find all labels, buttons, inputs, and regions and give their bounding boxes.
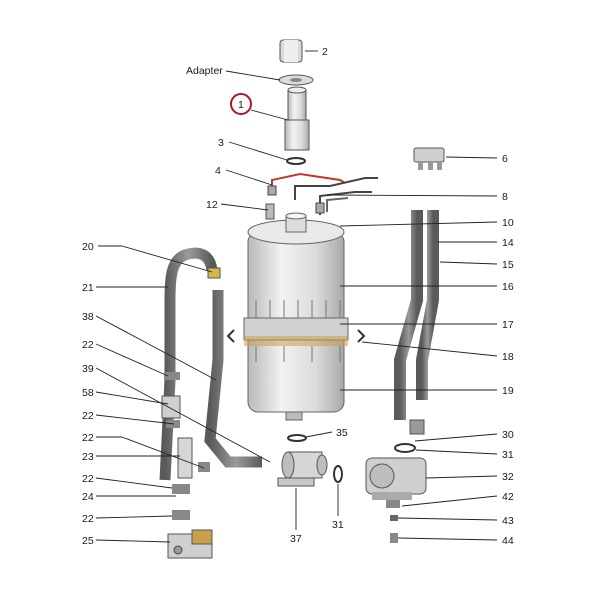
steam-cylinder	[226, 212, 366, 421]
callout-44: 44	[502, 535, 514, 547]
lower-left-fittings	[161, 372, 213, 559]
callout-38: 38	[82, 311, 94, 323]
callout-2: 2	[322, 46, 328, 58]
callout-25: 25	[82, 535, 94, 547]
callout-24: 24	[82, 491, 94, 503]
callout-31-a: 31	[502, 449, 514, 461]
callout-4: 4	[215, 165, 221, 177]
callout-8: 8	[502, 191, 508, 203]
callout-14: 14	[502, 237, 514, 249]
callout-35: 35	[336, 427, 348, 439]
part-2-cap	[279, 39, 303, 63]
callout-37: 37	[290, 533, 302, 545]
callout-43: 43	[502, 515, 514, 527]
callout-18: 18	[502, 351, 514, 363]
callout-19: 19	[502, 385, 514, 397]
part-4-8-wires	[267, 172, 378, 215]
highlight-ring	[230, 93, 252, 115]
callout-23: 23	[82, 451, 94, 463]
callout-22-a: 22	[82, 339, 94, 351]
callout-22-d: 22	[82, 473, 94, 485]
part-6-connector	[413, 147, 445, 170]
callout-1: 1	[238, 99, 244, 111]
callout-20: 20	[82, 241, 94, 253]
callout-58: 58	[82, 387, 94, 399]
part-3-oring	[286, 157, 306, 165]
callout-12: 12	[206, 199, 218, 211]
callout-22-e: 22	[82, 513, 94, 525]
adapter-ring	[278, 74, 314, 86]
callout-42: 42	[502, 491, 514, 503]
part-32-pump	[365, 419, 427, 543]
callout-adapter: Adapter	[186, 65, 223, 77]
callout-22-b: 22	[82, 410, 94, 422]
callout-32: 32	[502, 471, 514, 483]
callout-22-c: 22	[82, 432, 94, 444]
callout-6: 6	[502, 153, 508, 165]
callout-3: 3	[218, 137, 224, 149]
leader-lines	[95, 50, 498, 543]
part-1-tube	[284, 86, 310, 151]
callout-15: 15	[502, 259, 514, 271]
part-21-38-hoses	[159, 247, 262, 481]
callout-10: 10	[502, 217, 514, 229]
callout-39: 39	[82, 363, 94, 375]
part-14-15-hoses	[394, 210, 439, 420]
part-37-tee	[277, 451, 328, 487]
part-12-probe	[265, 203, 275, 220]
callout-21: 21	[82, 282, 94, 294]
callout-17: 17	[502, 319, 514, 331]
callout-labels: 2 Adapter 1 3 6 4 8 12 10 20 14 15 21 16…	[82, 46, 514, 547]
callout-30: 30	[502, 429, 514, 441]
callout-31-b: 31	[332, 519, 344, 531]
callout-16: 16	[502, 281, 514, 293]
part-35-oring	[287, 434, 307, 442]
part-31-oring-b	[333, 465, 343, 483]
